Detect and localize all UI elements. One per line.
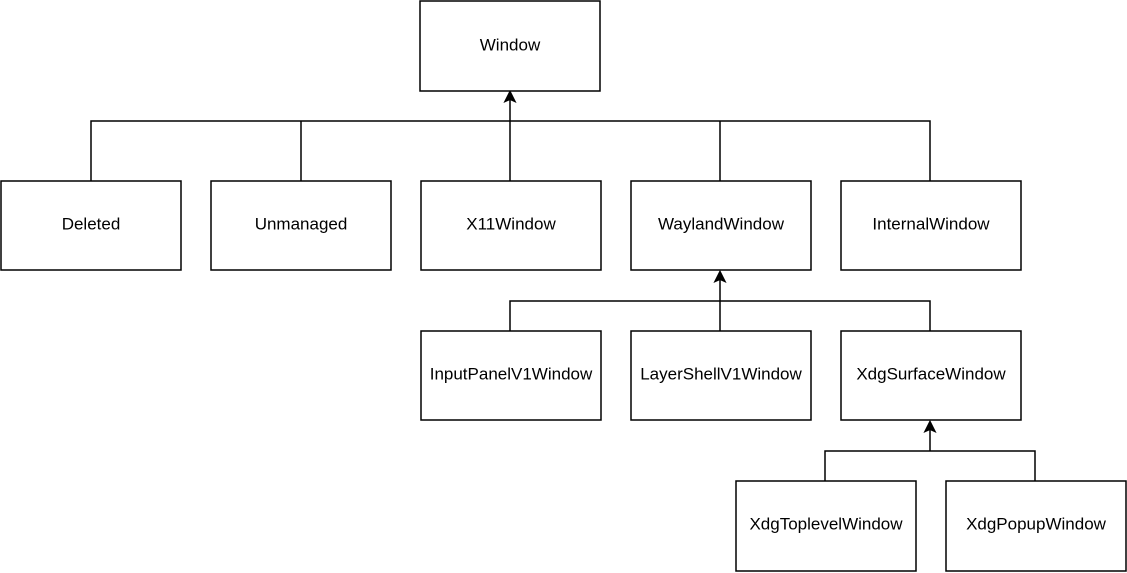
arrowhead-waylandwindow [713, 269, 727, 284]
node-x11window-label: X11Window [466, 214, 556, 233]
node-unmanaged-label: Unmanaged [255, 214, 348, 233]
node-xdgsurfacewindow-label: XdgSurfaceWindow [856, 364, 1006, 383]
node-x11window: X11Window [420, 180, 602, 271]
node-xdgpopupwindow: XdgPopupWindow [945, 480, 1127, 572]
node-deleted-label: Deleted [62, 214, 121, 233]
edges-xdgsurfacewindow [824, 419, 1036, 481]
node-inputpanelv1window: InputPanelV1Window [420, 330, 602, 421]
node-xdgsurfacewindow: XdgSurfaceWindow [840, 330, 1022, 421]
node-window: Window [419, 0, 601, 92]
node-inputpanelv1window-label: InputPanelV1Window [430, 364, 593, 383]
node-window-label: Window [480, 35, 541, 54]
node-waylandwindow: WaylandWindow [630, 180, 812, 271]
node-deleted: Deleted [0, 180, 182, 271]
node-xdgtoplevelwindow: XdgToplevelWindow [735, 480, 917, 572]
node-layershellv1window: LayerShellV1Window [630, 330, 812, 421]
node-layershellv1window-label: LayerShellV1Window [640, 364, 802, 383]
edges-window [90, 89, 931, 181]
edge-xdgtoplevelwindow-to-xdgsurfacewindow [824, 450, 1036, 481]
arrowhead-window [503, 89, 517, 104]
edge-internalwindow-to-window [510, 120, 931, 181]
node-internalwindow: InternalWindow [840, 180, 1022, 271]
edges-waylandwindow [509, 269, 931, 331]
node-waylandwindow-label: WaylandWindow [658, 214, 785, 233]
node-xdgtoplevelwindow-label: XdgToplevelWindow [749, 514, 903, 533]
edge-deleted-to-window [90, 120, 510, 181]
node-unmanaged: Unmanaged [210, 180, 392, 271]
arrowhead-xdgsurfacewindow [923, 419, 937, 434]
node-internalwindow-label: InternalWindow [872, 214, 990, 233]
node-xdgpopupwindow-label: XdgPopupWindow [966, 514, 1107, 533]
